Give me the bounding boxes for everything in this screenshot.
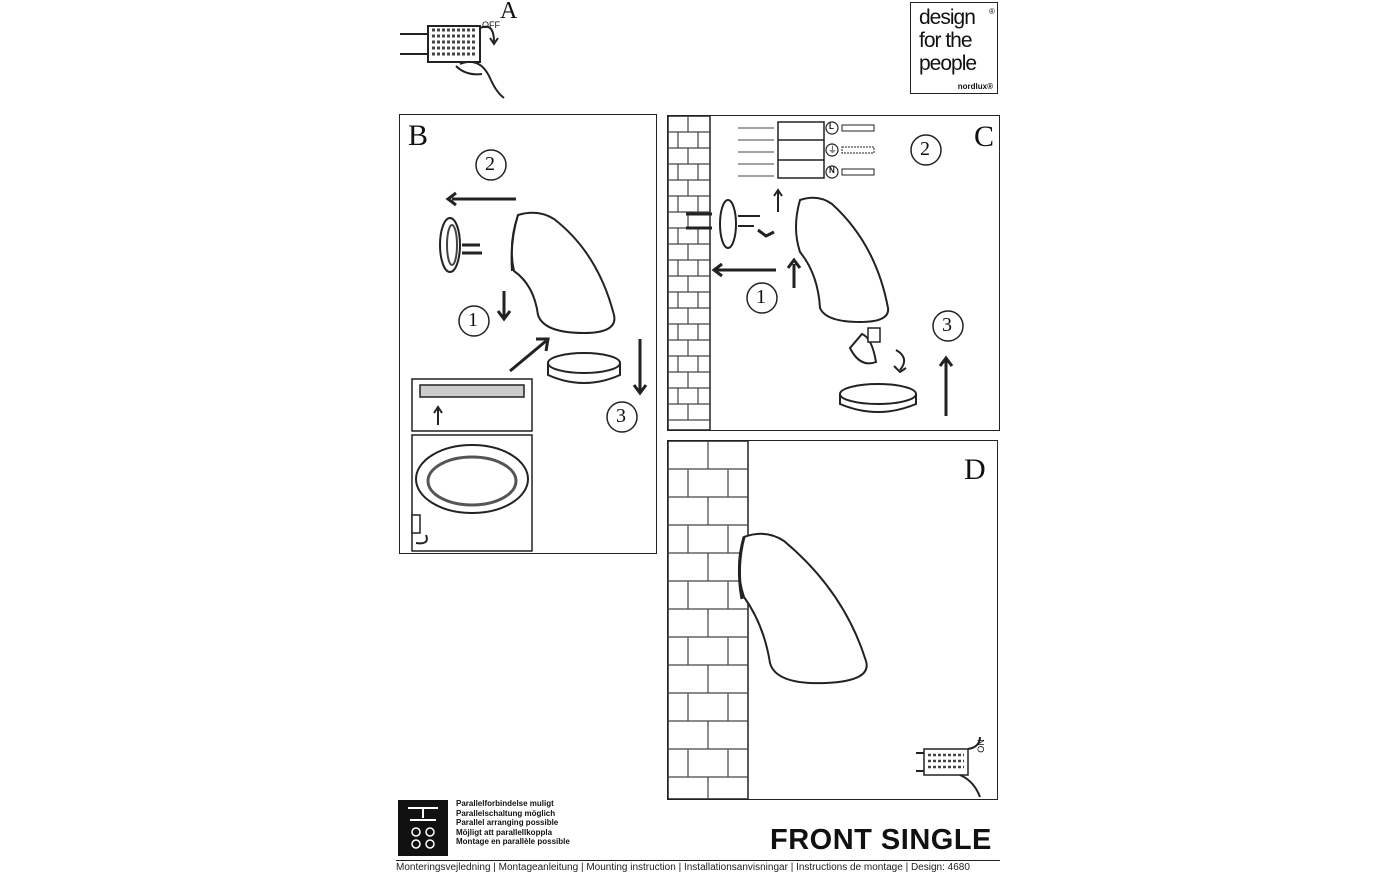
step-b-letter: B — [408, 119, 429, 152]
product-title: FRONT SINGLE — [770, 824, 992, 856]
logo-line-2: for the — [919, 29, 973, 52]
step-d-panel: D ON — [667, 440, 998, 800]
terminal-label-l: L — [829, 122, 834, 131]
parallel-text-de: Parallelschaltung möglich — [456, 808, 556, 818]
terminal-label-earth: ⏚ — [828, 145, 838, 155]
step-d-letter: D — [964, 453, 986, 486]
parallel-text-fr: Montage en parallèle possible — [456, 837, 570, 847]
step-b-illustration — [411, 149, 648, 552]
logo-line-3: people — [919, 52, 977, 75]
switch-off-label: OFF — [482, 20, 500, 30]
step-c-panel: C — [667, 115, 1000, 431]
step-c-number-1: 1 — [756, 286, 766, 308]
step-a-letter: A — [500, 0, 518, 24]
terminal-label-n: N — [829, 166, 835, 175]
step-b-number-3: 3 — [616, 405, 626, 427]
parallel-text-sv: Möjligt att parallellkoppla — [456, 827, 553, 837]
step-d-illustration — [667, 440, 981, 800]
parallel-connection-icon — [398, 800, 448, 856]
logo-brand: nordlux® — [957, 82, 993, 91]
switch-off-illustration — [400, 25, 505, 99]
step-b-number-1: 1 — [468, 309, 478, 331]
switch-on-label: ON — [975, 739, 986, 753]
logo-registered-mark: ® — [989, 7, 995, 16]
step-b-number-2: 2 — [485, 153, 495, 175]
step-b-panel: B — [399, 114, 657, 554]
step-c-number-2: 2 — [920, 138, 930, 160]
step-c-illustration — [667, 115, 964, 431]
parallel-text-da: Parallelforbindelse muligt — [456, 799, 554, 808]
parallel-connection-text: Parallelforbindelse muligt Parallelschal… — [456, 799, 570, 847]
step-c-letter: C — [974, 120, 995, 153]
footer-languages: Monteringsvejledning | Montageanleitung … — [396, 862, 970, 873]
parallel-text-en: Parallel arranging possible — [456, 818, 559, 828]
step-c-number-3: 3 — [942, 314, 952, 336]
logo-line-1: design — [919, 6, 976, 29]
design-for-the-people-logo: design ® for the people nordlux® — [910, 2, 998, 94]
footer-rule — [396, 860, 1000, 861]
